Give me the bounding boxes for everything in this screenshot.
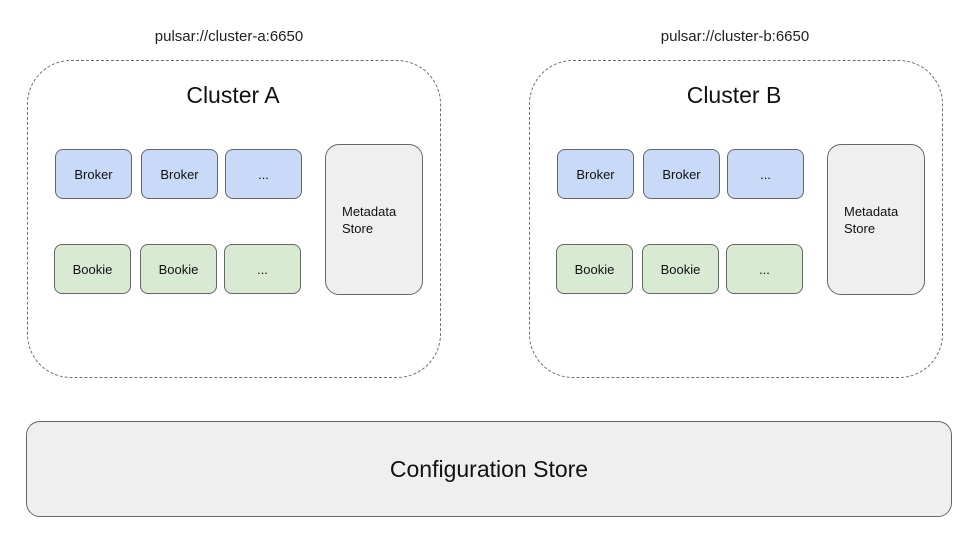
node-label: Broker (160, 166, 199, 182)
cluster-b-broker-2: Broker (643, 149, 720, 199)
configuration-store: Configuration Store (26, 421, 952, 517)
cluster-b-url: pulsar://cluster-b:6650 (660, 28, 810, 45)
cluster-a-broker-more: ... (225, 149, 302, 199)
node-label: Bookie (660, 261, 701, 277)
node-label: ... (258, 166, 269, 182)
configuration-store-label: Configuration Store (389, 455, 589, 482)
cluster-b-bookie-2: Bookie (642, 244, 719, 294)
cluster-a-bookie-more: ... (224, 244, 301, 294)
cluster-b-broker-more: ... (727, 149, 804, 199)
cluster-a-boundary (27, 60, 441, 378)
node-label: ... (760, 166, 771, 182)
node-label: ... (759, 261, 770, 277)
cluster-b-boundary (529, 60, 943, 378)
cluster-a-bookie-2: Bookie (140, 244, 217, 294)
node-label: Broker (74, 166, 113, 182)
cluster-a-bookie-1: Bookie (54, 244, 131, 294)
metadata-store-label: Metadata Store (342, 203, 397, 236)
cluster-a-url: pulsar://cluster-a:6650 (154, 28, 304, 45)
cluster-a-broker-2: Broker (141, 149, 218, 199)
cluster-b-bookie-more: ... (726, 244, 803, 294)
cluster-a-broker-1: Broker (55, 149, 132, 199)
node-label: Bookie (158, 261, 199, 277)
cluster-a-metadata-store: Metadata Store (325, 144, 423, 295)
cluster-a-title: Cluster A (186, 82, 280, 108)
metadata-store-label: Metadata Store (844, 203, 899, 236)
node-label: Broker (662, 166, 701, 182)
node-label: Bookie (574, 261, 615, 277)
cluster-b-broker-1: Broker (557, 149, 634, 199)
cluster-b-bookie-1: Bookie (556, 244, 633, 294)
node-label: Bookie (72, 261, 113, 277)
cluster-b-metadata-store: Metadata Store (827, 144, 925, 295)
cluster-b-title: Cluster B (686, 82, 782, 108)
node-label: ... (257, 261, 268, 277)
node-label: Broker (576, 166, 615, 182)
